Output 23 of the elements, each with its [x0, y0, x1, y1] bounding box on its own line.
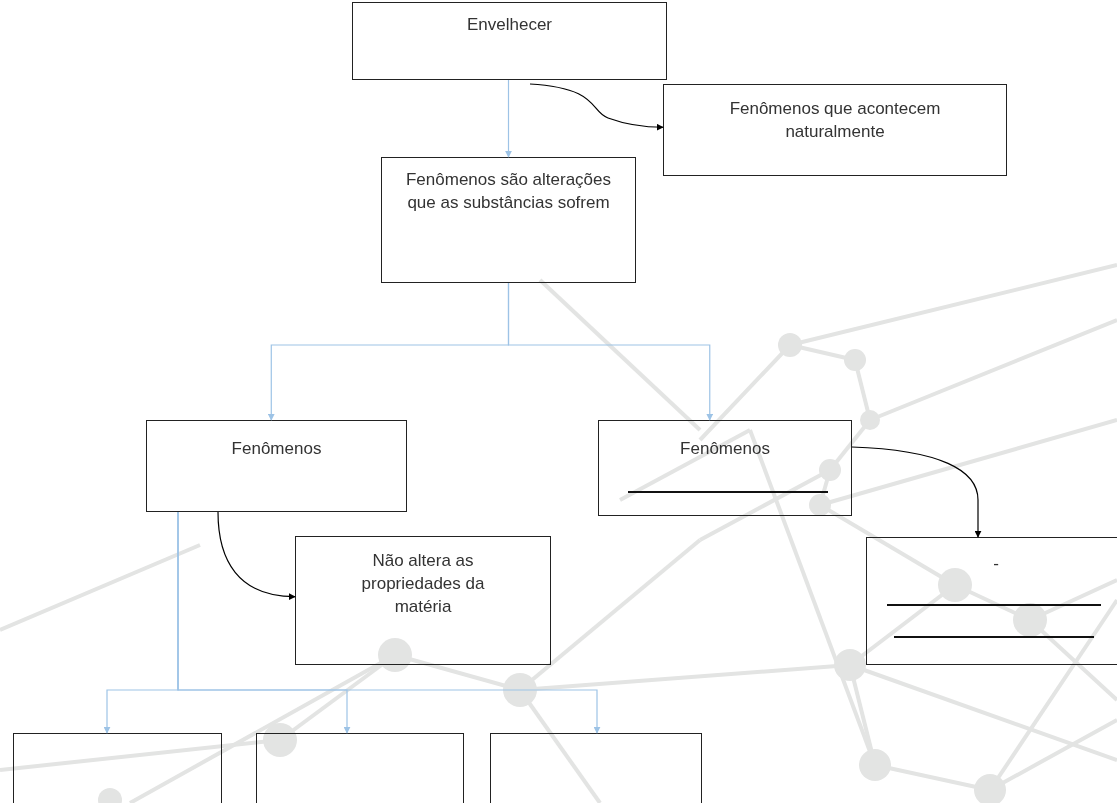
arrow — [177, 511, 601, 734]
text-box — [598, 420, 852, 516]
arrow — [217, 511, 296, 600]
text-box — [146, 420, 407, 512]
node-text: - — [993, 553, 999, 575]
text-box — [295, 536, 551, 665]
text-box — [352, 2, 667, 80]
node-text: Fenômenos são alterações que as substâncias sofrem — [404, 169, 613, 214]
text-box — [866, 537, 1117, 665]
empty-box — [256, 733, 464, 803]
node-text: Envelhecer — [466, 14, 553, 36]
node-text: Fenômenos — [680, 438, 770, 460]
arrow — [851, 446, 982, 538]
text-box — [381, 157, 636, 283]
node-text: Fenômenos — [231, 438, 322, 460]
arrow — [529, 83, 664, 131]
text-box — [663, 84, 1007, 176]
node-text: Fenômenos que acontecem naturalmente — [728, 98, 942, 143]
empty-box — [490, 733, 702, 803]
arrow — [507, 282, 714, 421]
node-text: Não altera as propriedades da matéria — [360, 550, 486, 618]
empty-box — [13, 733, 222, 803]
arrow — [505, 79, 512, 158]
